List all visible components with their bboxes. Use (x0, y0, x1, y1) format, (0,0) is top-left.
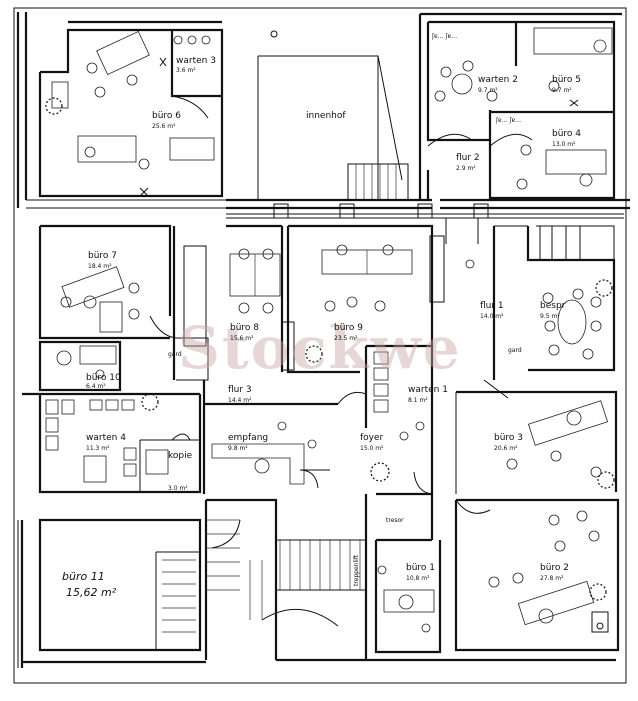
area-warten2: 9.7 m² (478, 87, 498, 94)
block-top-left (16, 12, 226, 209)
label-buero1: büro 1 (406, 563, 435, 573)
label-buero4: büro 4 (552, 129, 581, 139)
area-buero4: 13.0 m² (552, 141, 576, 148)
room-labels: warten 3 3.6 m² büro 6 25.6 m² innenhof … (62, 56, 581, 599)
label-foyer: foyer (360, 433, 384, 443)
label-warten2: warten 2 (478, 75, 518, 85)
label-buero3: büro 3 (494, 433, 523, 443)
area-buero11: 15,62 m² (66, 586, 117, 599)
label-buero10: büro 10 (86, 373, 121, 383)
svg-text:ʃɐ… ʃɐ…: ʃɐ… ʃɐ… (495, 117, 521, 124)
area-bespr: 9.5 m² (540, 313, 560, 320)
label-buero7: büro 7 (88, 251, 117, 261)
area-buero7: 18.4 m² (88, 263, 112, 270)
block-lower (22, 344, 618, 494)
label-bespr: bespr (540, 301, 566, 311)
label-buero5: büro 5 (552, 75, 581, 85)
label-warten1: warten 1 (408, 385, 448, 395)
block-top-right: ʃɐ… ʃɐ… ʃɐ… ʃɐ… (418, 12, 622, 200)
area-buero3: 20.6 m² (494, 445, 518, 452)
area-warten1: 8.1 m² (408, 397, 428, 404)
svg-text:ʃɐ… ʃɐ…: ʃɐ… ʃɐ… (431, 33, 457, 40)
label-flur3: flur 3 (228, 385, 252, 395)
area-warten4: 11.3 m² (86, 445, 110, 452)
block-bottom (17, 469, 620, 668)
label-buero11: büro 11 (62, 570, 105, 583)
label-warten4: warten 4 (86, 433, 126, 443)
block-middle (38, 218, 616, 392)
area-empfang: 9.8 m² (228, 445, 248, 452)
label-innenhof: innenhof (306, 111, 346, 121)
label-gard-right: gard (508, 347, 522, 354)
label-warten3: warten 3 (176, 56, 216, 66)
area-flur3: 14.4 m² (228, 397, 252, 404)
outer-frame (13, 7, 627, 684)
label-tresor: tresor (386, 517, 404, 524)
area-buero10: 6.4 m² (86, 383, 106, 390)
label-buero2: büro 2 (540, 563, 569, 573)
label-gard-left: gard (168, 351, 182, 358)
area-foyer: 15.0 m² (360, 445, 384, 452)
label-empfang: empfang (228, 433, 268, 443)
area-flur1: 14.0 m² (480, 313, 504, 320)
area-buero6: 25.6 m² (152, 123, 176, 130)
label-buero6: büro 6 (152, 111, 181, 121)
label-treppenlift: treppenlift (353, 554, 360, 586)
mid-corridor-walls (226, 198, 630, 219)
area-buero8: 15.6 m² (230, 335, 254, 342)
label-flur2: flur 2 (456, 153, 480, 163)
area-buero2: 27.8 m² (540, 575, 564, 582)
watermark: Stockwe (178, 314, 462, 382)
area-buero5: 9.7 m² (552, 87, 572, 94)
label-buero8: büro 8 (230, 323, 259, 333)
label-buero9: büro 9 (334, 323, 363, 333)
label-flur1: flur 1 (480, 301, 504, 311)
area-buero9: 23.5 m² (334, 335, 358, 342)
label-kopie: kopie (168, 451, 193, 461)
area-kopie: 3.0 m² (168, 485, 188, 492)
area-flur2: 2.9 m² (456, 165, 476, 172)
area-warten3: 3.6 m² (176, 67, 196, 74)
area-buero1: 10.8 m² (406, 575, 430, 582)
